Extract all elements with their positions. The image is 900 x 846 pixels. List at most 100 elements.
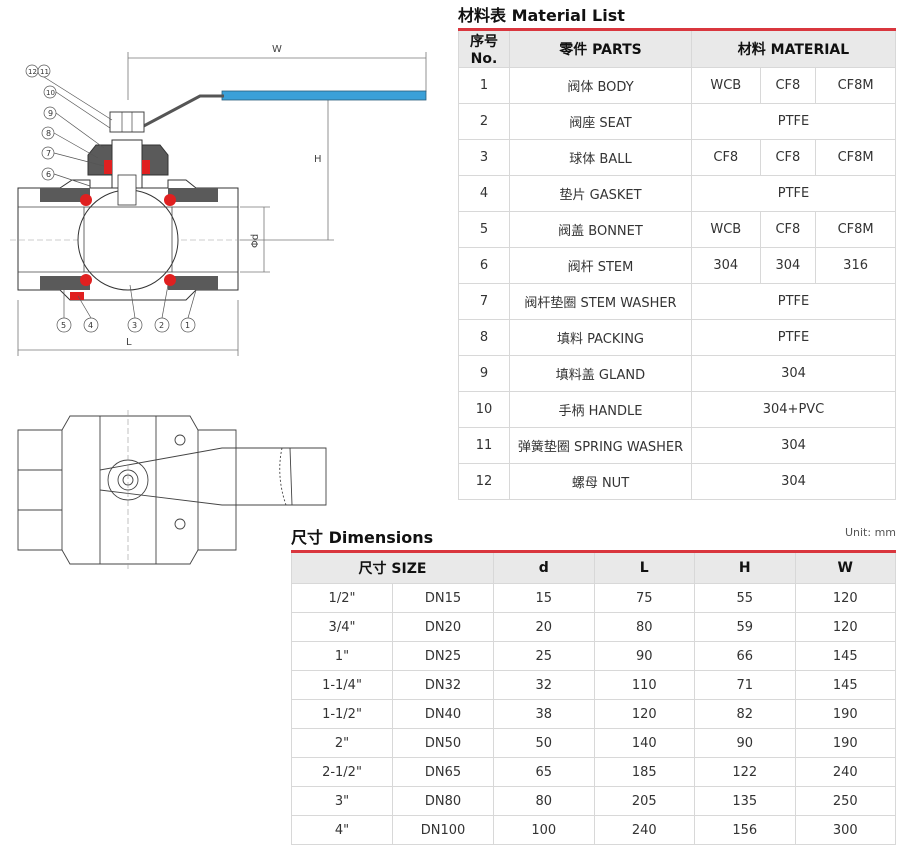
cell-dn: DN20	[392, 612, 494, 642]
cell-l: 75	[593, 583, 695, 613]
cell-h: 135	[694, 786, 796, 816]
cell-w: 145	[794, 670, 896, 700]
row-material: WCB	[691, 211, 761, 248]
header-h: H	[694, 550, 796, 584]
callout-10: 10	[46, 89, 55, 97]
cell-dn: DN40	[392, 699, 494, 729]
header-d: d	[493, 550, 595, 584]
h-dimension	[225, 95, 334, 241]
callouts-top	[25, 64, 113, 187]
cell-inch: 1/2"	[291, 583, 393, 613]
row-part: 阀杆垫圈 STEM WASHER	[509, 283, 692, 320]
l-label: L	[126, 337, 132, 348]
cell-w: 120	[794, 583, 896, 613]
cell-inch: 3/4"	[291, 612, 393, 642]
table-row: 2-1/2" DN65 65 185 122 240	[291, 757, 896, 787]
table-row: 1 阀体 BODY WCB CF8 CF8M	[458, 67, 896, 104]
cell-h: 82	[694, 699, 796, 729]
cell-d: 32	[493, 670, 595, 700]
material-table: 序号No. 零件 PARTS 材料 MATERIAL 1 阀体 BODY WCB…	[458, 28, 896, 500]
callout-1: 1	[185, 321, 190, 330]
header-no: 序号No.	[458, 28, 510, 68]
table-row: 1/2" DN15 15 75 55 120	[291, 583, 896, 613]
cell-dn: DN32	[392, 670, 494, 700]
table-row: 4" DN100 100 240 156 300	[291, 815, 896, 845]
cell-inch: 4"	[291, 815, 393, 845]
cell-l: 120	[593, 699, 695, 729]
cell-h: 156	[694, 815, 796, 845]
w-dimension	[127, 52, 427, 100]
row-no: 6	[458, 247, 510, 284]
cell-h: 71	[694, 670, 796, 700]
table-row: 4 垫片 GASKET PTFE	[458, 175, 896, 212]
l-dimension	[17, 300, 239, 356]
dimensions-table: 尺寸 SIZE d L H W 1/2" DN15 15 75 55 120 3…	[291, 550, 896, 845]
row-material: PTFE	[691, 175, 896, 212]
cell-w: 120	[794, 612, 896, 642]
row-material: CF8	[691, 139, 761, 176]
d-dimension	[240, 206, 270, 273]
row-no: 8	[458, 319, 510, 356]
row-no: 5	[458, 211, 510, 248]
callout-12: 12	[28, 68, 37, 76]
cell-w: 250	[794, 786, 896, 816]
material-table-header: 序号No. 零件 PARTS 材料 MATERIAL	[458, 28, 896, 68]
row-part: 垫片 GASKET	[509, 175, 692, 212]
callout-7: 7	[46, 149, 51, 158]
table-row: 2 阀座 SEAT PTFE	[458, 103, 896, 140]
row-part: 阀座 SEAT	[509, 103, 692, 140]
cell-inch: 2"	[291, 728, 393, 758]
cell-h: 90	[694, 728, 796, 758]
row-material: 304	[691, 463, 896, 500]
cell-inch: 1"	[291, 641, 393, 671]
cell-l: 240	[593, 815, 695, 845]
cell-l: 205	[593, 786, 695, 816]
row-no: 12	[458, 463, 510, 500]
top-view	[17, 410, 327, 570]
header-l: L	[593, 550, 695, 584]
unit-label: Unit: mm	[844, 526, 896, 539]
header-w: W	[794, 550, 896, 584]
cell-dn: DN65	[392, 757, 494, 787]
material-list-title: 材料表 Material List	[458, 6, 625, 25]
row-material: PTFE	[691, 103, 896, 140]
row-material: PTFE	[691, 283, 896, 320]
callout-4: 4	[88, 321, 93, 330]
cell-w: 145	[794, 641, 896, 671]
table-row: 6 阀杆 STEM 304 304 316	[458, 247, 896, 284]
cell-dn: DN25	[392, 641, 494, 671]
cell-d: 80	[493, 786, 595, 816]
cell-l: 185	[593, 757, 695, 787]
callout-8: 8	[46, 129, 51, 138]
h-label: H	[314, 154, 322, 165]
row-no: 10	[458, 391, 510, 428]
handle-arm	[139, 94, 224, 130]
cell-dn: DN100	[392, 815, 494, 845]
seats	[80, 194, 176, 286]
callout-2: 2	[159, 321, 164, 330]
packing	[104, 160, 112, 174]
cell-h: 59	[694, 612, 796, 642]
header-material: 材料 MATERIAL	[691, 28, 896, 68]
cell-inch: 1-1/2"	[291, 699, 393, 729]
row-part: 弹簧垫圈 SPRING WASHER	[509, 427, 692, 464]
table-row: 3/4" DN20 20 80 59 120	[291, 612, 896, 642]
table-row: 5 阀盖 BONNET WCB CF8 CF8M	[458, 211, 896, 248]
row-material: 304	[691, 355, 896, 392]
valve-drawing: W H Φd	[10, 44, 427, 570]
cell-d: 15	[493, 583, 595, 613]
row-material: CF8M	[815, 139, 896, 176]
cell-inch: 1-1/4"	[291, 670, 393, 700]
row-material: CF8	[759, 139, 817, 176]
callout-3: 3	[132, 321, 137, 330]
row-material: CF8M	[815, 67, 896, 104]
row-part: 球体 BALL	[509, 139, 692, 176]
header-parts: 零件 PARTS	[509, 28, 692, 68]
row-material: PTFE	[691, 319, 896, 356]
dimensions-title: 尺寸 Dimensions	[291, 528, 434, 547]
table-row: 11 弹簧垫圈 SPRING WASHER 304	[458, 427, 896, 464]
table-row: 1-1/2" DN40 38 120 82 190	[291, 699, 896, 729]
row-no: 4	[458, 175, 510, 212]
row-material: 316	[815, 247, 896, 284]
d-label: Φd	[250, 234, 261, 248]
